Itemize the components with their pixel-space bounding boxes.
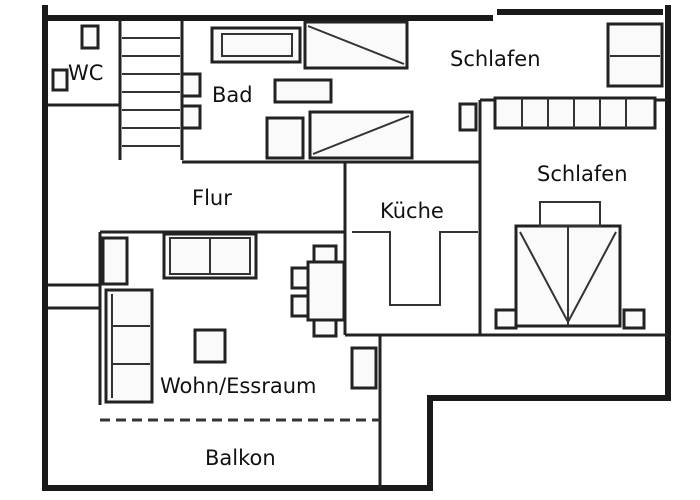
room-label-balkon: Balkon [205,446,276,470]
double-bed [494,201,646,330]
bathtub-inner [221,33,293,57]
nightstand-top [458,102,478,132]
bad-sink-2 [180,104,202,130]
room-label-kueche: Küche [380,199,444,223]
tv-cabinet [350,346,378,390]
wardrobe-middle [308,110,414,160]
room-label-flur: Flur [192,186,232,210]
wc-toilet [51,68,69,92]
sofa-top [162,232,258,280]
room-label-schlafen-top: Schlafen [450,47,541,71]
dining-table [290,244,346,338]
sofa-left [104,288,154,404]
bad-sink-1 [180,72,202,98]
shower [265,116,305,160]
room-label-wc: WC [68,61,103,85]
wardrobe-top [303,20,409,70]
room-label-wohn: Wohn/Essraum [160,374,317,398]
room-label-bad: Bad [212,83,253,107]
top-right-cabinet [606,22,664,88]
kitchen-counter [352,231,478,306]
side-cabinet [101,236,129,286]
bad-shelf [273,78,333,104]
outer-walls [42,5,671,491]
wc-sink [80,24,100,50]
staircase [122,37,180,147]
wardrobe-row [493,96,657,130]
coffee-table [193,328,227,364]
room-label-schlafen-right: Schlafen [537,162,628,186]
